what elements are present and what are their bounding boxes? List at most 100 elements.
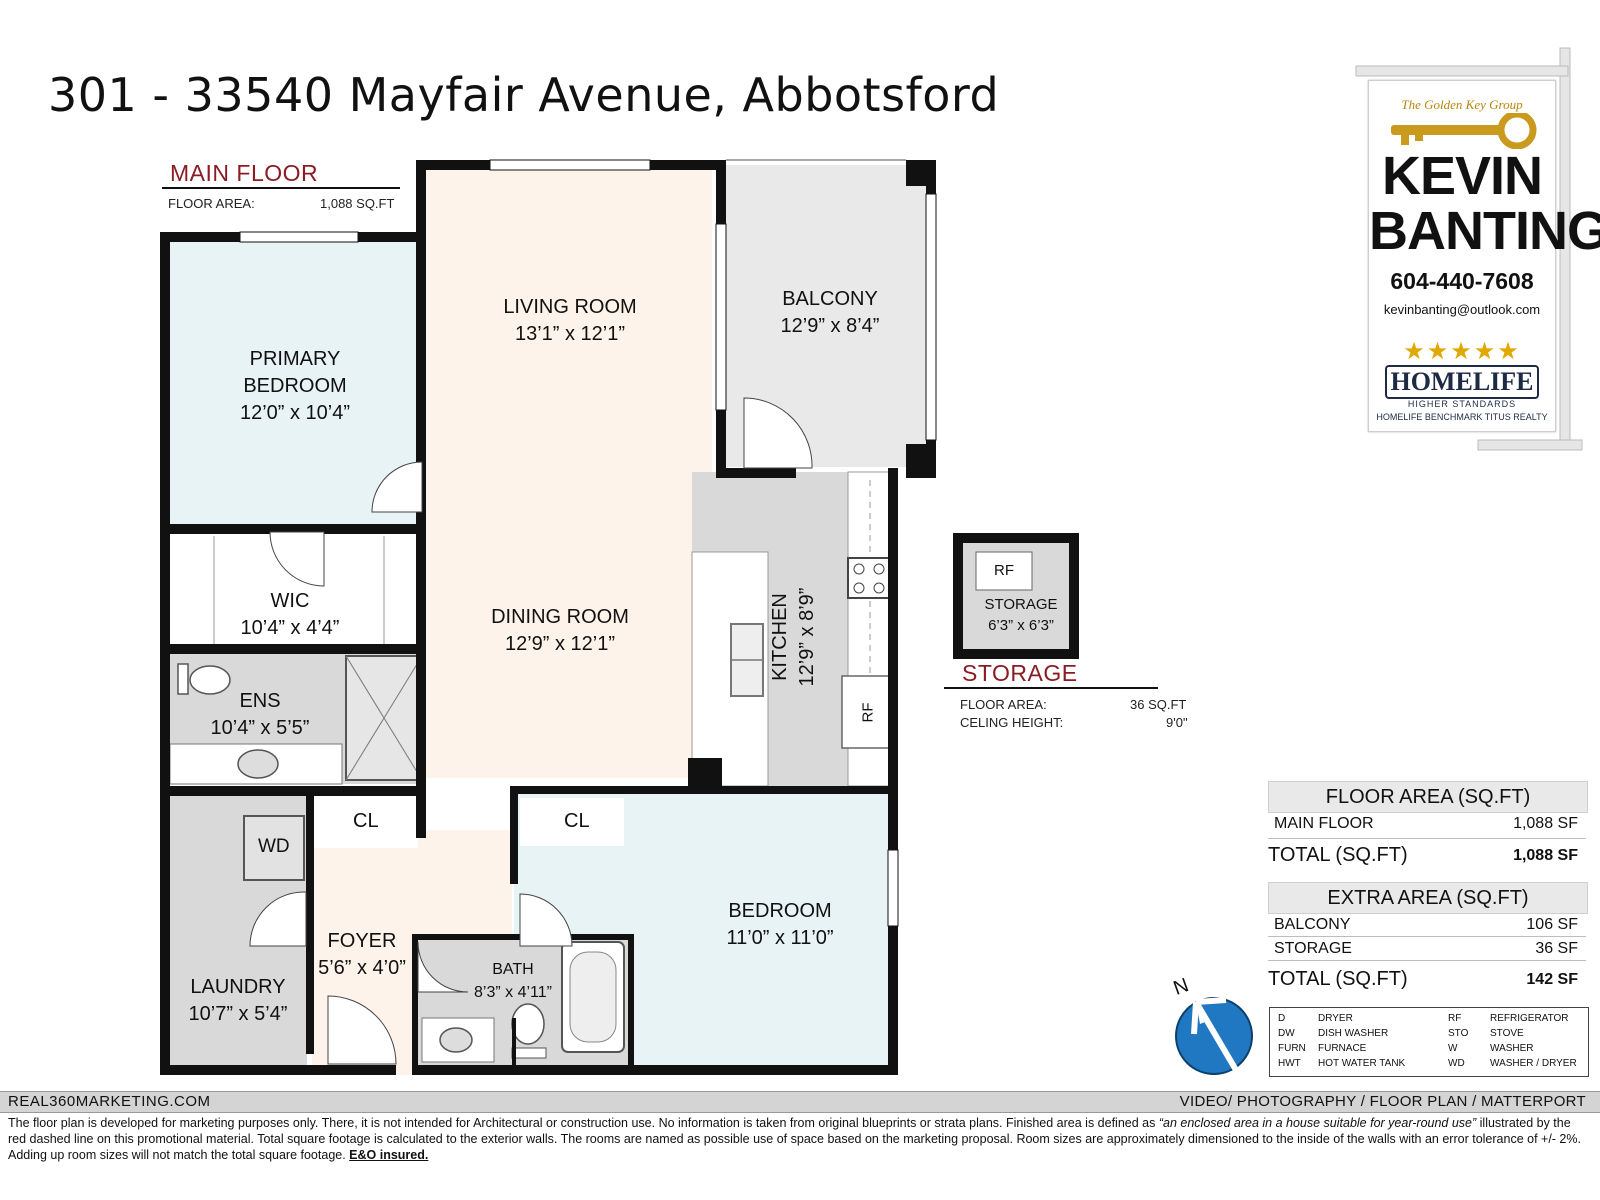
floor-area-row-main: MAIN FLOOR 1,088 SF bbox=[1268, 812, 1586, 839]
dining-room-dims: 12’9” x 12’1” bbox=[504, 633, 616, 655]
golden-key-icon bbox=[1391, 113, 1537, 149]
extra-total-label: TOTAL (SQ.FT) bbox=[1268, 968, 1408, 990]
ceiling-height-value: 9'0" bbox=[1166, 715, 1188, 730]
kitchen-name: KITCHEN bbox=[769, 593, 791, 681]
agent-last-name: BANTING bbox=[1369, 201, 1600, 261]
brokerage-tagline: HIGHER STANDARDS bbox=[1407, 399, 1517, 409]
ens-dims: 10’4” x 5’5” bbox=[210, 717, 310, 739]
floor-total-row: TOTAL (SQ.FT) 1,088 SF bbox=[1268, 844, 1586, 874]
bath-label: BATH 8’3” x 4’11” bbox=[466, 958, 560, 1004]
legend-code: W bbox=[1448, 1043, 1458, 1054]
wic-dims: 10’4” x 4’4” bbox=[240, 617, 340, 639]
extra-area-row-storage: STORAGE 36 SF bbox=[1268, 937, 1586, 961]
disclaimer-part-b: illustrated by the red dashed line on th… bbox=[8, 1116, 1581, 1162]
brokerage-logo: HOMELIFE bbox=[1385, 365, 1539, 399]
living-room-dims: 13’1” x 12’1” bbox=[514, 323, 626, 345]
floor-area-row-value: 1,088 SF bbox=[1513, 815, 1578, 832]
living-dining-area bbox=[420, 168, 712, 778]
kitchen-dims: 12’9” x 8’9” bbox=[796, 587, 818, 687]
stove bbox=[847, 557, 891, 599]
footer-bar bbox=[0, 1091, 1600, 1113]
disclaimer-part-a: The floor plan is developed for marketin… bbox=[8, 1116, 1159, 1130]
primary-bedroom-name2: BEDROOM bbox=[243, 375, 347, 397]
disclaimer-text: The floor plan is developed for marketin… bbox=[8, 1115, 1588, 1163]
extra-row-value: 36 SF bbox=[1535, 940, 1578, 957]
dining-room-name: DINING ROOM bbox=[491, 606, 629, 628]
floor-total-label: TOTAL (SQ.FT) bbox=[1268, 844, 1408, 866]
closet-right bbox=[520, 798, 624, 846]
bath-name: BATH bbox=[492, 961, 534, 978]
legend-code: FURN bbox=[1278, 1043, 1306, 1054]
legend-name: WASHER / DRYER bbox=[1490, 1058, 1577, 1069]
extra-row-label: STORAGE bbox=[1274, 940, 1352, 957]
balcony-dims: 12’9” x 8’4” bbox=[780, 315, 880, 337]
extra-total-value: 142 SF bbox=[1526, 971, 1578, 988]
ens-label: ENS 10’4” x 5’5” bbox=[190, 688, 330, 742]
main-floor-area-label: FLOOR AREA: bbox=[168, 196, 255, 211]
legend-name: REFRIGERATOR bbox=[1490, 1013, 1569, 1024]
closet-left-label: CL bbox=[353, 810, 379, 832]
primary-bedroom-dims: 12’0” x 10’4” bbox=[239, 402, 351, 424]
living-room-label: LIVING ROOM 13’1” x 12’1” bbox=[480, 294, 660, 348]
extra-row-label: BALCONY bbox=[1274, 916, 1351, 933]
legend-name: WASHER bbox=[1490, 1043, 1534, 1054]
legend-code: STO bbox=[1448, 1028, 1469, 1039]
disclaimer-eo: E&O insured. bbox=[349, 1148, 429, 1162]
ens-name: ENS bbox=[239, 690, 281, 712]
page-title: 301 - 33540 Mayfair Avenue, Abbotsford bbox=[48, 68, 1000, 122]
foyer-dims: 5’6” x 4’0” bbox=[318, 957, 406, 979]
storage-area-value: 36 SQ.FT bbox=[1130, 697, 1187, 712]
main-floor-area-value: 1,088 SQ.FT bbox=[320, 196, 395, 211]
legend-code: D bbox=[1278, 1013, 1286, 1024]
floor-total-value: 1,088 SF bbox=[1513, 847, 1578, 864]
agent-first-name: KEVIN bbox=[1381, 146, 1543, 206]
kitchen-fridge-label: RF bbox=[859, 702, 877, 723]
disclaimer-quote: “an enclosed area in a house suitable fo… bbox=[1158, 1116, 1477, 1130]
ceiling-height-label: CELING HEIGHT: bbox=[960, 715, 1064, 730]
agent-email: kevinbanting@outlook.com bbox=[1383, 302, 1541, 317]
balcony-label: BALCONY 12’9” x 8’4” bbox=[750, 286, 910, 340]
storage-fridge-label: RF bbox=[994, 562, 1014, 579]
agent-name: KEVIN BANTING bbox=[1369, 146, 1600, 261]
laundry-label: LAUNDRY 10’7” x 5’4” bbox=[174, 974, 302, 1028]
ens-toilet bbox=[189, 665, 231, 695]
extra-area-header: EXTRA AREA (SQ.FT) bbox=[1268, 882, 1588, 914]
floor-area-header: FLOOR AREA (SQ.FT) bbox=[1268, 781, 1588, 813]
primary-bedroom-label: PRIMARY BEDROOM 12’0” x 10’4” bbox=[210, 346, 380, 427]
footer-services: VIDEO/ PHOTOGRAPHY / FLOOR PLAN / MATTER… bbox=[1179, 1093, 1586, 1110]
wic-name: WIC bbox=[270, 590, 310, 612]
closet-left bbox=[314, 796, 418, 848]
bedroom-name: BEDROOM bbox=[728, 900, 832, 922]
storage-room-label: STORAGE 6’3” x 6’3” bbox=[966, 594, 1076, 636]
kitchen-label: KITCHEN 12’9” x 8’9” bbox=[767, 567, 821, 707]
wic-label: WIC 10’4” x 4’4” bbox=[210, 588, 370, 642]
extra-total-row: TOTAL (SQ.FT) 142 SF bbox=[1268, 968, 1586, 998]
living-room-name: LIVING ROOM bbox=[503, 296, 637, 318]
floor-area-row-label: MAIN FLOOR bbox=[1274, 815, 1374, 832]
legend-name: STOVE bbox=[1490, 1028, 1524, 1039]
washer-dryer-label: WD bbox=[258, 836, 290, 857]
bedroom-dims: 11’0” x 11’0” bbox=[726, 927, 834, 949]
extra-row-value: 106 SF bbox=[1526, 916, 1578, 933]
storage-heading: STORAGE bbox=[962, 660, 1078, 686]
laundry-name: LAUNDRY bbox=[190, 976, 286, 998]
legend-name: FURNACE bbox=[1318, 1043, 1367, 1054]
legend-code: WD bbox=[1448, 1058, 1465, 1069]
legend-code: RF bbox=[1448, 1013, 1462, 1024]
five-stars-icon: ★★★★★ bbox=[1403, 338, 1521, 365]
legend-name: HOT WATER TANK bbox=[1318, 1058, 1406, 1069]
washer-dryer bbox=[243, 815, 305, 881]
legend-name: DRYER bbox=[1318, 1013, 1353, 1024]
legend-name: DISH WASHER bbox=[1318, 1028, 1389, 1039]
legend-code: HWT bbox=[1278, 1058, 1301, 1069]
storage-room-name: STORAGE bbox=[984, 596, 1058, 613]
main-floor-heading: MAIN FLOOR bbox=[170, 160, 319, 186]
primary-bedroom-name1: PRIMARY bbox=[249, 348, 341, 370]
closet-right-label: CL bbox=[564, 810, 590, 832]
golden-key-group-logo: The Golden Key Group bbox=[1401, 97, 1523, 112]
laundry-dims: 10’7” x 5’4” bbox=[188, 1003, 288, 1025]
foyer-label: FOYER 5’6” x 4’0” bbox=[310, 928, 414, 982]
footer-website: REAL360MARKETING.COM bbox=[8, 1093, 211, 1110]
legend-code: DW bbox=[1278, 1028, 1295, 1039]
